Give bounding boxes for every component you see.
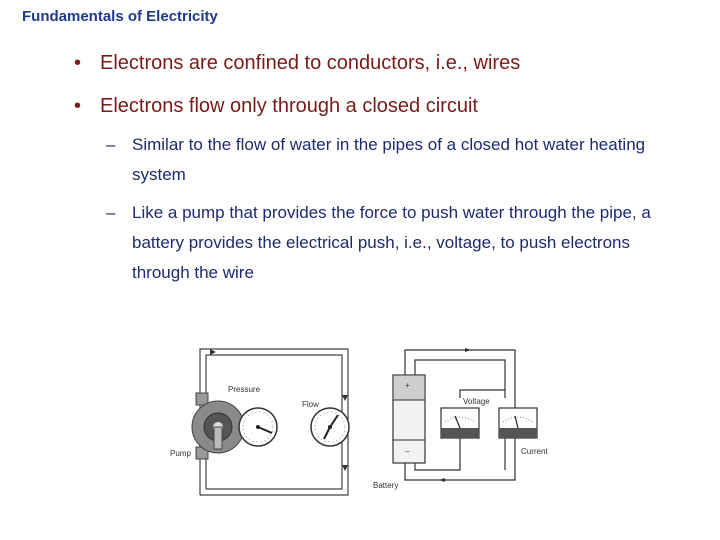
flow-label: Flow	[302, 400, 319, 409]
flow-arrow	[342, 465, 348, 471]
subbullet-text: Like a pump that provides the force to p…	[132, 203, 651, 282]
bullet-text: Electrons are confined to conductors, i.…	[100, 52, 521, 74]
voltmeter-icon	[440, 407, 480, 439]
flow-gauge-icon	[310, 407, 350, 447]
pressure-gauge-icon	[238, 407, 278, 447]
battery-label: Battery	[373, 481, 398, 490]
battery-icon	[392, 374, 426, 464]
slide-title: Fundamentals of Electricity	[22, 8, 218, 25]
subbullet-marker: –	[106, 135, 116, 154]
voltage-label: Voltage	[463, 397, 490, 406]
bullet-text: Electrons flow only through a closed cir…	[100, 95, 478, 117]
flow-arrow	[210, 349, 216, 355]
flow-arrow	[342, 395, 348, 401]
bullet-marker: •	[74, 95, 82, 117]
ammeter-icon	[498, 407, 538, 439]
current-label: Current	[521, 447, 548, 456]
pressure-label: Pressure	[228, 385, 261, 394]
bullet-marker: •	[74, 52, 82, 74]
subbullet-text: Similar to the flow of water in the pipe…	[132, 135, 646, 184]
battery-minus-sign: –	[405, 447, 410, 456]
current-arrow	[439, 478, 445, 482]
battery-plus-sign: +	[405, 381, 410, 390]
electric-circuit-diagram: + – Voltage Current Battery	[373, 348, 548, 490]
pump-label: Pump	[170, 449, 191, 458]
water-circuit-diagram: Pressure Flow Pump	[170, 348, 350, 496]
current-arrow	[465, 348, 471, 352]
pump-icon	[191, 392, 245, 460]
subbullet-marker: –	[106, 203, 116, 222]
